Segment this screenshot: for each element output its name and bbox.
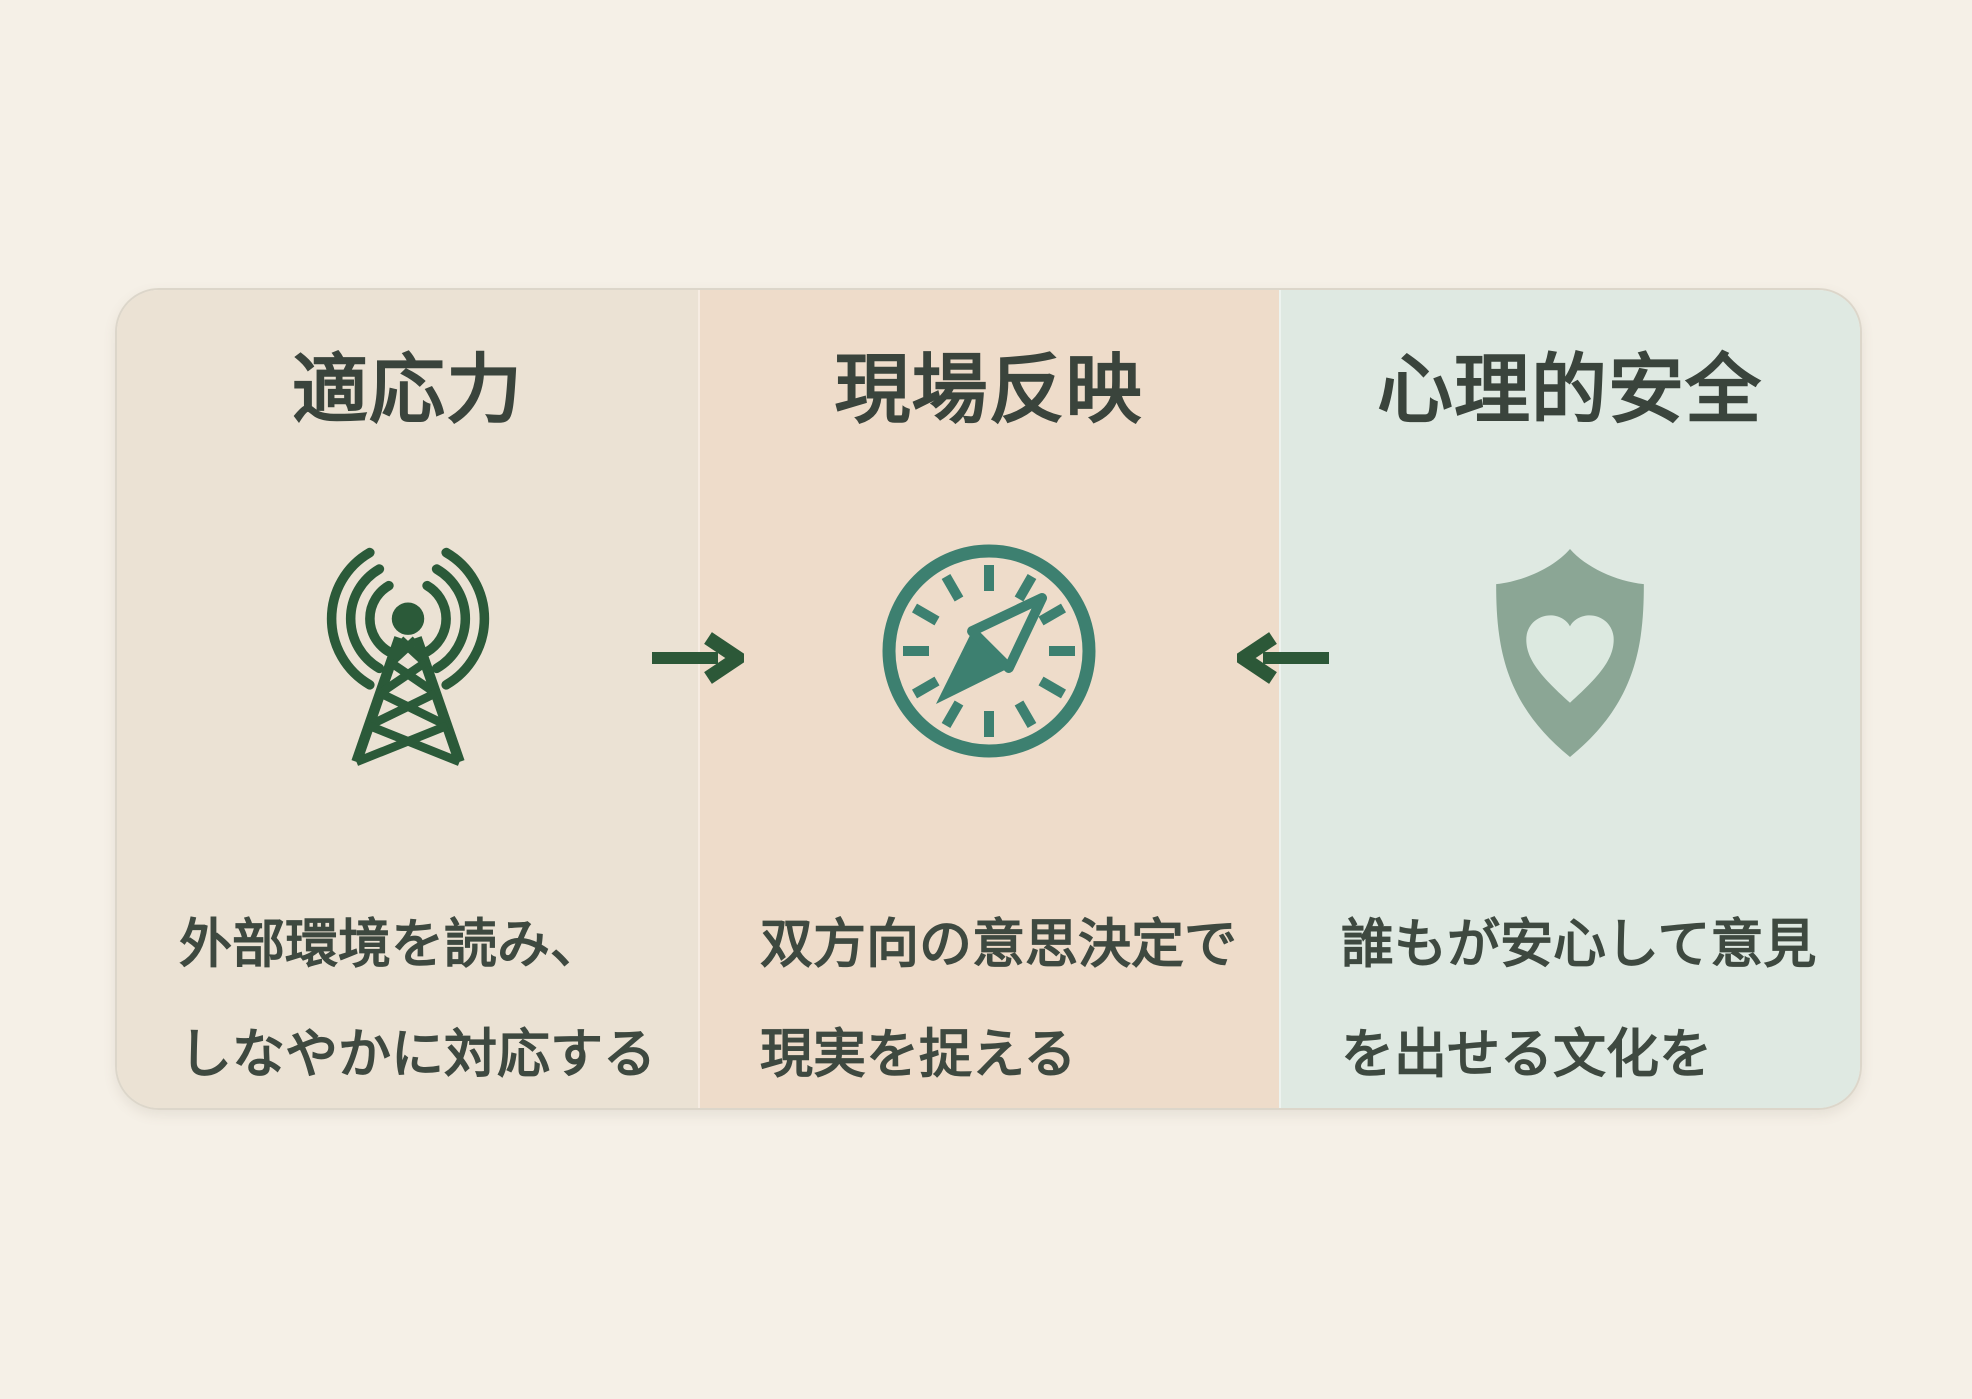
shield-heart-icon bbox=[1482, 545, 1658, 765]
arrow-right-icon bbox=[652, 632, 751, 684]
arrow-left-icon bbox=[1230, 632, 1329, 684]
radio-tower-icon bbox=[303, 542, 513, 771]
description-line: を出せる文化を bbox=[1341, 1024, 1712, 1085]
description-line: 外部環境を読み、 bbox=[179, 914, 603, 975]
panel-description: 誰もが安心して意見 を出せる文化を bbox=[1341, 890, 1836, 1108]
panel-title: 心理的安全 bbox=[1377, 345, 1762, 434]
panel-field-reflection: 現場反映 bbox=[698, 290, 1279, 1108]
description-line: 双方向の意思決定で bbox=[760, 914, 1237, 975]
panel-description: 双方向の意思決定で 現実を捉える bbox=[760, 890, 1255, 1108]
panel-title: 現場反映 bbox=[834, 345, 1143, 434]
panel-adaptability: 適応力 bbox=[117, 290, 698, 1108]
description-line: 誰もが安心して意見 bbox=[1341, 914, 1817, 975]
three-pillars-card: 適応力 bbox=[115, 288, 1862, 1110]
panel-description: 外部環境を読み、 しなやかに対応する bbox=[179, 890, 674, 1108]
panel-psychological-safety: 心理的安全 誰もが安心して意見 を出せる文化を bbox=[1279, 290, 1860, 1108]
panel-title: 適応力 bbox=[292, 345, 523, 434]
description-line: しなやかに対応する bbox=[179, 1024, 656, 1085]
description-line: 現実を捉える bbox=[760, 1024, 1077, 1085]
compass-icon bbox=[880, 542, 1098, 764]
